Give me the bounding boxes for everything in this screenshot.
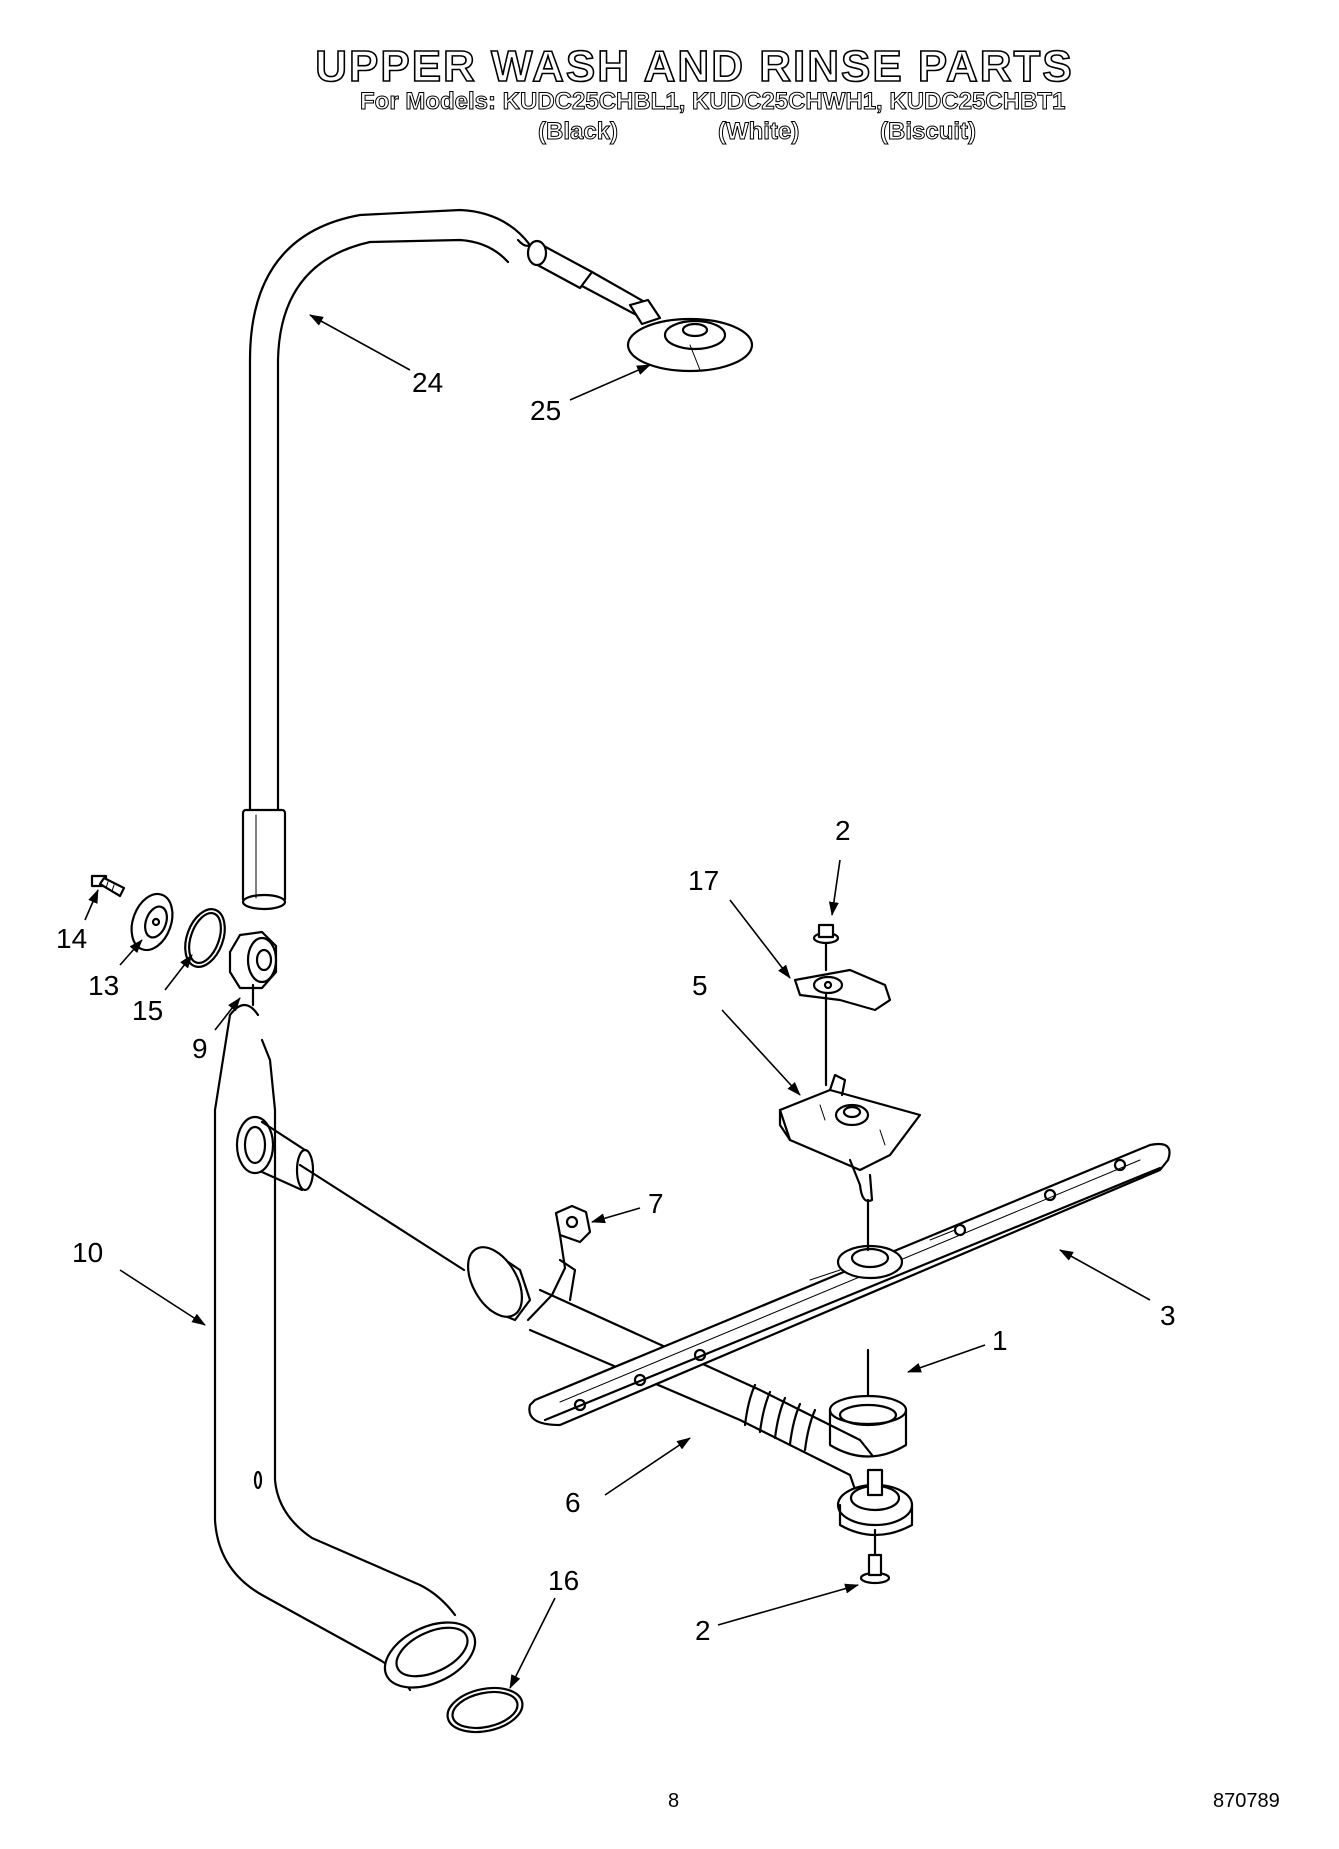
callout-17: 17 <box>688 865 719 896</box>
page-title: UPPER WASH AND RINSE PARTS <box>314 41 1074 92</box>
screw-part-2-bottom <box>859 1528 891 1585</box>
upper-tube-part <box>241 208 532 911</box>
bracket-part-5 <box>778 1073 922 1252</box>
callout-2-top: 2 <box>835 815 851 846</box>
nut-part-9 <box>228 930 278 1007</box>
callout-6: 6 <box>565 1487 581 1518</box>
screw-part-14 <box>90 874 126 898</box>
top-spray-part <box>526 239 754 373</box>
callout-13: 13 <box>88 970 119 1001</box>
callout-25: 25 <box>530 395 561 426</box>
callout-14: 14 <box>56 923 87 954</box>
callout-9: 9 <box>192 1033 208 1064</box>
gasket-part-16 <box>446 1686 524 1734</box>
callout-labels: 24 25 2 17 14 13 15 9 5 7 10 3 1 6 16 2 <box>56 367 1176 1646</box>
models-line: For Models: KUDC25CHBL1, KUDC25CHWH1, KU… <box>359 88 1066 116</box>
deflector-part-17 <box>793 968 892 1087</box>
conduit-part-10 <box>213 1003 477 1692</box>
variant-white: (White) <box>717 118 800 146</box>
clip-part-7 <box>526 1204 592 1322</box>
callout-5: 5 <box>692 970 708 1001</box>
inlet-tube <box>235 1115 466 1272</box>
screw-part-2-top <box>812 923 840 972</box>
document-number: 870789 <box>1213 1790 1280 1812</box>
variant-black: (Black) <box>537 118 619 146</box>
callout-3: 3 <box>1160 1300 1176 1331</box>
o-ring-part-15 <box>184 908 226 968</box>
page-number: 8 <box>668 1790 680 1812</box>
callout-arrows <box>84 314 1151 1689</box>
callout-1: 1 <box>992 1325 1008 1356</box>
callout-24: 24 <box>412 367 443 398</box>
callout-7: 7 <box>648 1188 664 1219</box>
callout-10: 10 <box>72 1237 103 1268</box>
variant-biscuit: (Biscuit) <box>880 118 977 146</box>
spray-arm-part-3 <box>528 1142 1171 1427</box>
bearing-ring-part-1 <box>828 1348 908 1458</box>
manifold-part-6 <box>466 1246 914 1536</box>
cap-part-13 <box>130 892 174 952</box>
callout-15: 15 <box>132 995 163 1026</box>
callout-16: 16 <box>548 1565 579 1596</box>
callout-2-bottom: 2 <box>695 1615 711 1646</box>
